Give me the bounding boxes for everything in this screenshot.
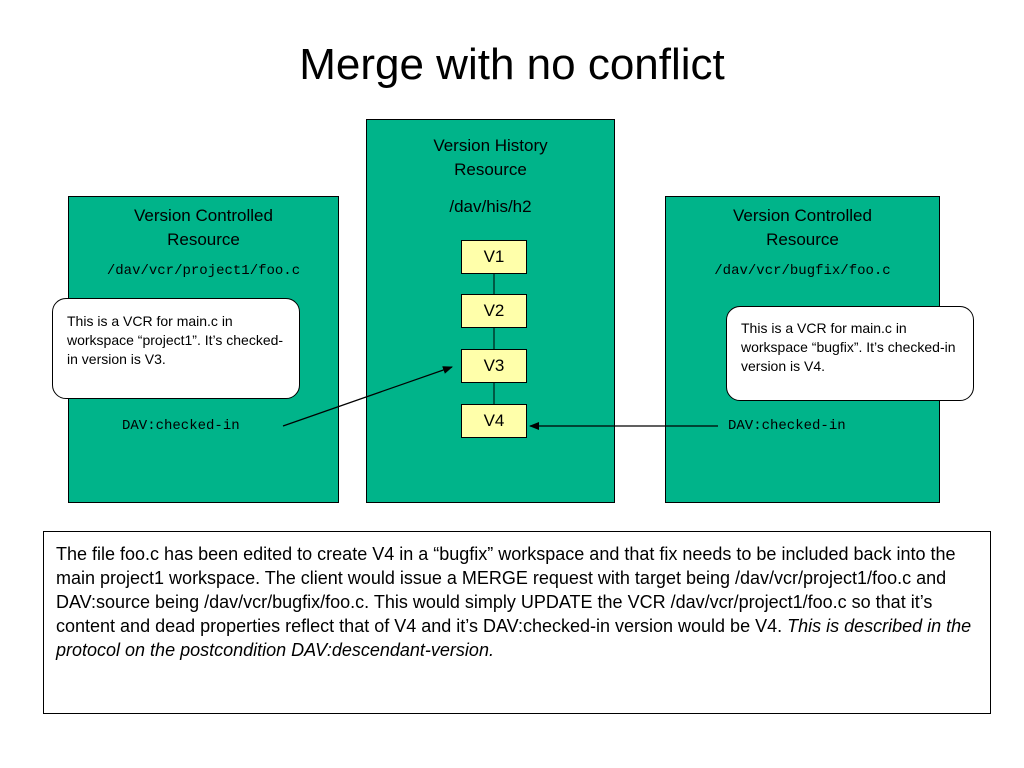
right-vcr-title-line2: Resource (766, 230, 839, 249)
left-vcr-title-line1: Version Controlled (134, 206, 273, 225)
version-v2: V2 (461, 294, 527, 328)
vhr-title-line1: Version History (433, 136, 548, 155)
left-vcr-note: This is a VCR for main.c in workspace “p… (52, 298, 300, 399)
arrow-left-checked-in-to-v3 (282, 366, 453, 427)
slide-title: Merge with no conflict (299, 40, 725, 89)
right-vcr-note: This is a VCR for main.c in workspace “b… (726, 306, 974, 401)
description-box: The file foo.c has been edited to create… (43, 531, 991, 714)
right-vcr-checked-in-label: DAV:checked-in (728, 418, 846, 434)
description-italic: This is described in the protocol on the… (56, 616, 972, 660)
description-text: The file foo.c has been edited to create… (56, 544, 956, 636)
right-vcr-path: /dav/vcr/bugfix/foo.c (714, 263, 891, 279)
vhr-title-line2: Resource (454, 160, 527, 179)
version-v4: V4 (461, 404, 527, 438)
left-vcr-path: /dav/vcr/project1/foo.c (106, 263, 301, 279)
right-vcr-title-line1: Version Controlled (733, 206, 872, 225)
left-vcr-checked-in-label: DAV:checked-in (122, 418, 240, 434)
vhr-path: /dav/his/h2 (449, 197, 532, 216)
left-vcr-title-line2: Resource (167, 230, 240, 249)
version-v3: V3 (461, 349, 527, 383)
version-v1: V1 (461, 240, 527, 274)
